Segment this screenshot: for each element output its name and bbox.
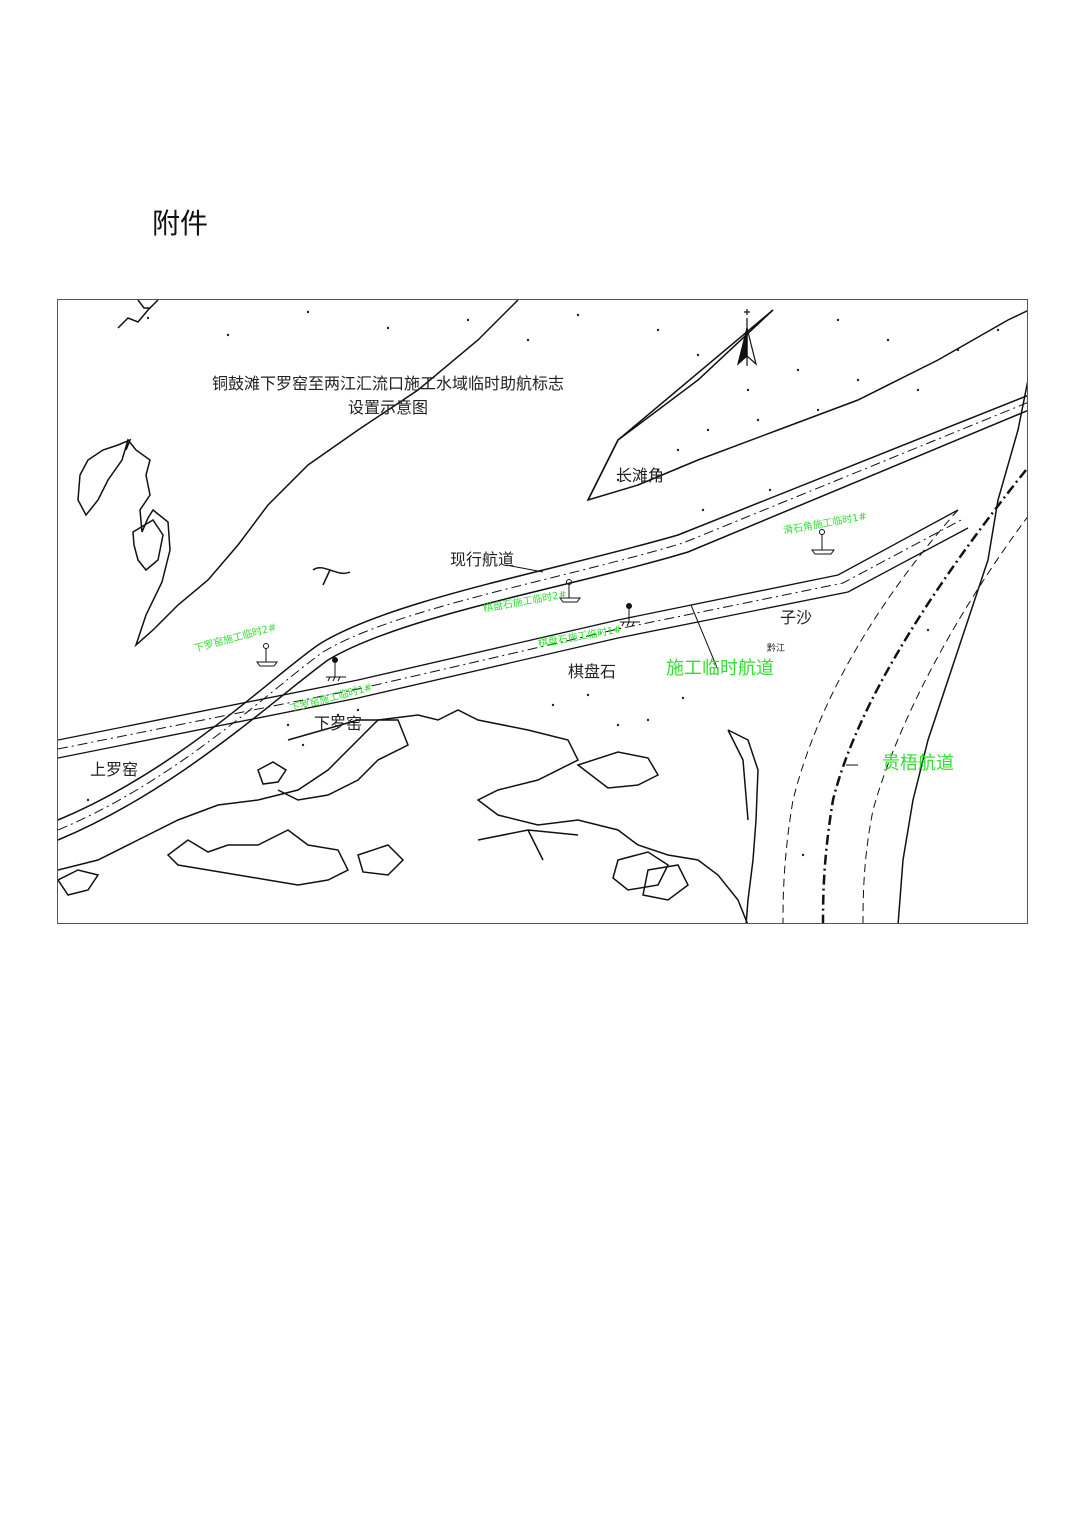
north-bank [77,300,519,648]
map-title-line1: 铜鼓滩下罗窑至两江汇流口施工水域临时助航标志 [211,374,564,393]
buoy-huashijiao-1 [811,529,835,555]
buoy-qipanshi-1 [620,603,640,627]
place-changtanjiao: 长滩角 [616,466,665,485]
map-title-line2: 设置示意图 [347,398,428,417]
guigang-channel [782,469,1027,923]
route-existing: 现行航道 [450,550,515,569]
place-xialuoyao: 下罗窑 [314,714,363,733]
place-qipanshi: 棋盘石 [568,662,617,681]
north-arrow-icon [736,309,758,366]
river-symbol [312,567,351,586]
temporary-channel [58,509,969,759]
navigation-map: 铜鼓滩下罗窑至两江汇流口施工水域临时助航标志 设置示意图 长滩角 子沙 黔江 棋… [57,299,1028,924]
place-zisha: 子沙 [780,608,813,627]
south-bank [58,709,749,923]
existing-channel [58,394,1027,841]
route-guigang: 贵梧航道 [882,753,954,774]
map-title: 铜鼓滩下罗窑至两江汇流口施工水域临时助航标志 设置示意图 [178,372,598,420]
map-drawing [58,300,1027,923]
buoy-xialuoyao-2 [256,643,278,667]
long-sandbar [586,309,1027,502]
south-channel [727,729,759,923]
buoy-qipanshi-2 [559,579,581,603]
nav-buoys [256,529,835,682]
document-heading: 附件 [152,207,209,240]
place-shangluoyao: 上罗窑 [90,760,139,779]
east-bank [897,381,1027,923]
stipple-dots [86,310,1000,857]
coastlines [58,300,1027,923]
route-temporary: 施工临时航道 [666,658,774,679]
leader-lines [505,564,858,766]
inlet-pond [132,518,164,572]
buoy-xialuoyao-1 [326,657,346,682]
place-qianjiang: 黔江 [767,644,786,654]
